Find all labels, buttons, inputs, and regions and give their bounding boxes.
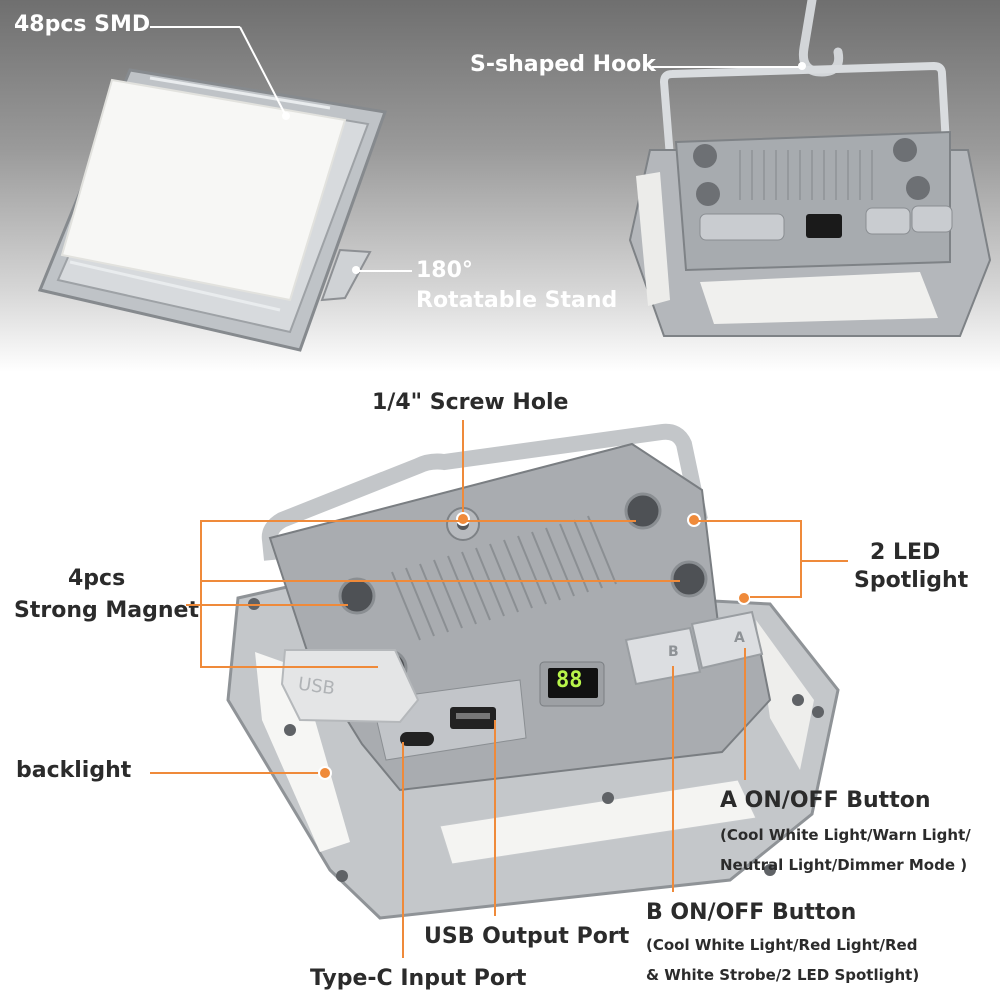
leader-spotlight-label <box>802 560 848 562</box>
leader-usb-port <box>494 720 496 916</box>
leader-magnet-left <box>200 604 348 606</box>
button-a-letter: A <box>734 630 745 646</box>
leader-screw-hole <box>462 420 464 516</box>
leader-magnet-mid <box>200 580 680 582</box>
leader-button-a <box>744 648 746 780</box>
label-button-b-desc1: (Cool White Light/Red Light/Red <box>646 936 918 954</box>
label-button-a-desc2: Neutral Light/Dimmer Mode ) <box>720 856 968 874</box>
leader-backlight-dot <box>318 766 332 780</box>
label-backlight: backlight <box>16 758 132 783</box>
label-rotatable-stand: Rotatable Stand <box>416 288 618 313</box>
label-strong-magnet: Strong Magnet <box>14 598 199 623</box>
label-button-a-title: A ON/OFF Button <box>720 788 931 813</box>
leader-typec-port <box>402 742 404 958</box>
leader-magnet-label <box>186 604 202 606</box>
leader-backlight <box>150 772 320 774</box>
leader-hook-dot <box>798 62 806 70</box>
leader-magnet-bracket <box>200 520 202 668</box>
label-usb-output-port: USB Output Port <box>424 924 630 949</box>
leader-smd-dot <box>282 112 290 120</box>
leader-spotlight-v <box>800 520 802 598</box>
label-48pcs-smd: 48pcs SMD <box>14 12 151 37</box>
leader-stand-dot <box>352 266 360 274</box>
button-b-letter: B <box>668 644 679 660</box>
label-button-b-title: B ON/OFF Button <box>646 900 857 925</box>
leader-screw-hole-dot <box>456 512 470 526</box>
label-screw-hole: 1/4" Screw Hole <box>372 390 569 415</box>
label-s-shaped-hook: S-shaped Hook <box>470 52 656 77</box>
leader-hook <box>652 66 802 68</box>
label-4pcs: 4pcs <box>68 566 126 591</box>
lamp-back-view-with-hook <box>628 0 992 337</box>
leader-stand-h <box>356 270 412 272</box>
leader-smd-h <box>150 26 240 28</box>
leader-smd-diag <box>239 26 287 117</box>
leader-magnet-bottom <box>200 666 378 668</box>
label-spotlight: Spotlight <box>854 568 969 593</box>
label-button-a-desc1: (Cool White Light/Warn Light/ <box>720 826 971 844</box>
leader-spotlight-top <box>698 520 802 522</box>
leader-magnet-top <box>200 520 636 522</box>
leader-spotlight-bottom <box>750 596 802 598</box>
leader-button-b <box>672 666 674 892</box>
lamp-front-view <box>37 68 388 352</box>
label-button-b-desc2: & White Strobe/2 LED Spotlight) <box>646 966 920 984</box>
display-readout: 88 <box>556 668 583 693</box>
label-typec-input-port: Type-C Input Port <box>310 966 527 991</box>
label-2-led: 2 LED <box>870 540 941 565</box>
label-180-degree: 180° <box>416 258 473 283</box>
